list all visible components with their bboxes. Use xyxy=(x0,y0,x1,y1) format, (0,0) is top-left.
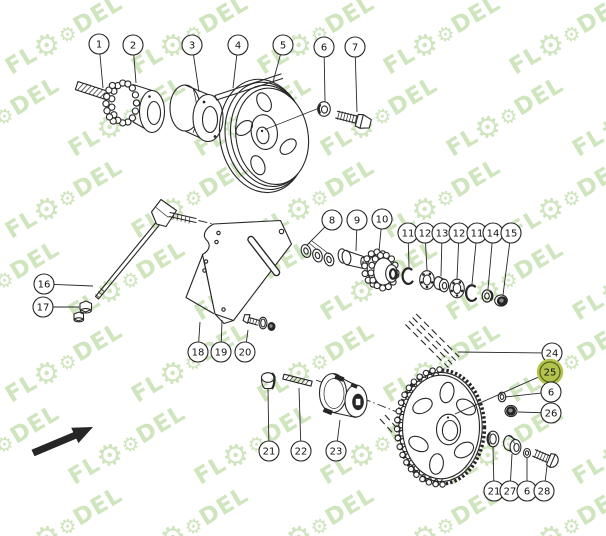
balloon-22[interactable]: 22 xyxy=(290,440,312,462)
part-nut-26 xyxy=(504,404,518,418)
balloon-number: 11 xyxy=(471,229,484,240)
part-snap-ring-11a xyxy=(401,267,414,285)
balloon-number: 24 xyxy=(546,349,559,360)
balloon-number: 17 xyxy=(37,303,50,314)
part-washer-6-top xyxy=(317,101,331,117)
part-cap-21 xyxy=(260,372,276,390)
balloon-number: 20 xyxy=(239,348,252,359)
part-washers-8 xyxy=(300,240,335,267)
balloon-number: 12 xyxy=(453,229,466,240)
part-chain-coupling-2 xyxy=(102,79,166,134)
balloon-9[interactable]: 9 xyxy=(346,209,368,231)
balloon-1[interactable]: 1 xyxy=(88,33,110,55)
part-sprocket-10 xyxy=(361,248,400,292)
balloon-number: 18 xyxy=(192,348,205,359)
balloon-number: 6 xyxy=(321,43,327,54)
balloon-20[interactable]: 20 xyxy=(234,341,256,363)
balloon-4[interactable]: 4 xyxy=(227,34,249,56)
part-spacer-13 xyxy=(433,276,450,293)
balloon-12[interactable]: 12 xyxy=(448,222,470,244)
part-bearing-12a xyxy=(419,270,435,290)
balloon-number: 28 xyxy=(538,487,551,498)
part-bracket-18-19 xyxy=(185,219,293,325)
balloon-12[interactable]: 12 xyxy=(414,222,436,244)
balloon-number: 5 xyxy=(280,41,286,52)
balloon-5[interactable]: 5 xyxy=(272,34,294,56)
balloon-number: 7 xyxy=(352,43,358,54)
balloon-number: 16 xyxy=(38,280,51,291)
balloon-10[interactable]: 10 xyxy=(371,208,393,230)
part-drum-3 xyxy=(169,84,224,143)
balloon-23[interactable]: 23 xyxy=(325,440,347,462)
balloon-number: 25 xyxy=(544,368,557,379)
part-bolt-7 xyxy=(335,110,372,129)
part-big-sprocket-25 xyxy=(393,366,487,488)
balloon-number: 6 xyxy=(548,388,554,399)
part-bushing-27 xyxy=(503,435,522,455)
balloon-3[interactable]: 3 xyxy=(181,34,203,56)
part-washer-6-bottom xyxy=(522,447,532,459)
balloon-14[interactable]: 14 xyxy=(482,222,504,244)
part-snap-ring-11b xyxy=(464,284,478,302)
balloon-number: 6 xyxy=(524,487,530,498)
part-bolt-28 xyxy=(532,449,559,468)
balloon-number: 4 xyxy=(235,41,241,52)
balloon-number: 10 xyxy=(376,215,389,226)
balloon-number: 22 xyxy=(295,447,308,458)
part-bolt-set-20 xyxy=(242,314,276,331)
balloon-25[interactable]: 25 xyxy=(536,358,564,386)
balloon-number: 19 xyxy=(215,348,228,359)
balloon-number: 27 xyxy=(504,487,517,498)
balloon-16[interactable]: 16 xyxy=(33,273,55,295)
balloon-number: 12 xyxy=(419,229,432,240)
part-pulley-5 xyxy=(218,78,319,194)
part-washer-14 xyxy=(481,289,494,303)
balloon-number: 13 xyxy=(436,229,449,240)
balloon-number: 26 xyxy=(545,409,558,420)
balloon-19[interactable]: 19 xyxy=(210,341,232,363)
balloon-number: 23 xyxy=(330,447,343,458)
balloon-number: 11 xyxy=(402,229,415,240)
balloon-number: 2 xyxy=(130,41,136,52)
balloon-number: 1 xyxy=(96,40,102,51)
balloon-number: 14 xyxy=(487,229,500,240)
balloon-number: 21 xyxy=(488,487,501,498)
balloon-7[interactable]: 7 xyxy=(344,36,366,58)
balloon-21[interactable]: 21 xyxy=(258,440,280,462)
balloon-8[interactable]: 8 xyxy=(321,209,343,231)
part-ring-21b xyxy=(486,430,500,448)
balloon-2[interactable]: 2 xyxy=(122,34,144,56)
part-nut-15 xyxy=(494,294,508,307)
balloon-number: 21 xyxy=(263,447,276,458)
balloon-15[interactable]: 15 xyxy=(500,222,522,244)
part-bearing-12b xyxy=(449,278,465,299)
balloon-18[interactable]: 18 xyxy=(187,341,209,363)
part-pin-22 xyxy=(282,373,313,387)
balloon-number: 8 xyxy=(329,216,335,227)
balloon-number: 9 xyxy=(354,216,360,227)
balloon-17[interactable]: 17 xyxy=(32,296,54,318)
balloon-6[interactable]: 6 xyxy=(540,381,562,403)
part-nuts-17 xyxy=(73,300,93,323)
balloon-28[interactable]: 28 xyxy=(533,480,555,502)
direction-arrow-icon xyxy=(31,427,93,457)
balloon-number: 15 xyxy=(505,229,518,240)
balloon-26[interactable]: 26 xyxy=(540,402,562,424)
part-hub-23 xyxy=(318,372,368,419)
balloon-number: 3 xyxy=(189,41,195,52)
balloon-6[interactable]: 6 xyxy=(313,36,335,58)
